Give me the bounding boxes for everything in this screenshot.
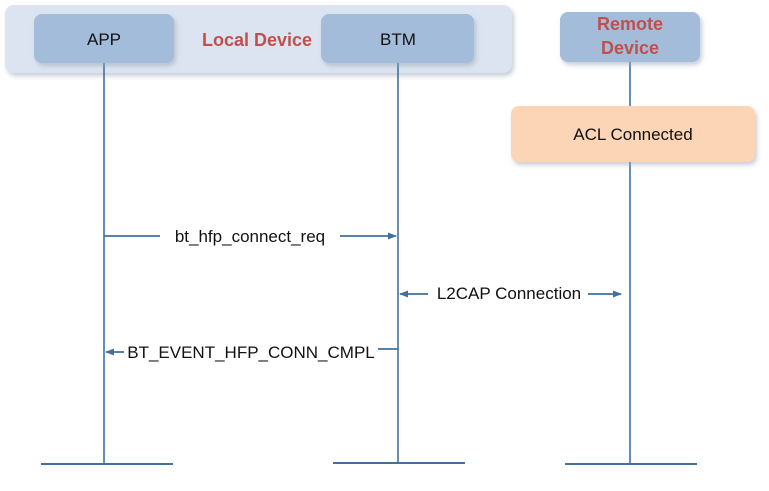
message-l2cap-label: L2CAP Connection <box>437 284 581 303</box>
local-device-label: Local Device <box>202 30 312 50</box>
participant-btm-box <box>321 14 474 63</box>
participant-remote-box <box>560 12 700 62</box>
participant-remote-label-line1: Remote <box>597 14 663 34</box>
acl-connected-note <box>511 106 755 162</box>
participant-app-box <box>34 14 174 63</box>
participant-app-label: APP <box>87 30 121 49</box>
message-conn-cmpl-label: BT_EVENT_HFP_CONN_CMPL <box>127 343 375 362</box>
message-connect-req-label: bt_hfp_connect_req <box>175 227 325 246</box>
participant-remote-label-line2: Device <box>601 38 659 58</box>
participant-btm-label: BTM <box>380 30 416 49</box>
acl-connected-label: ACL Connected <box>573 125 692 144</box>
